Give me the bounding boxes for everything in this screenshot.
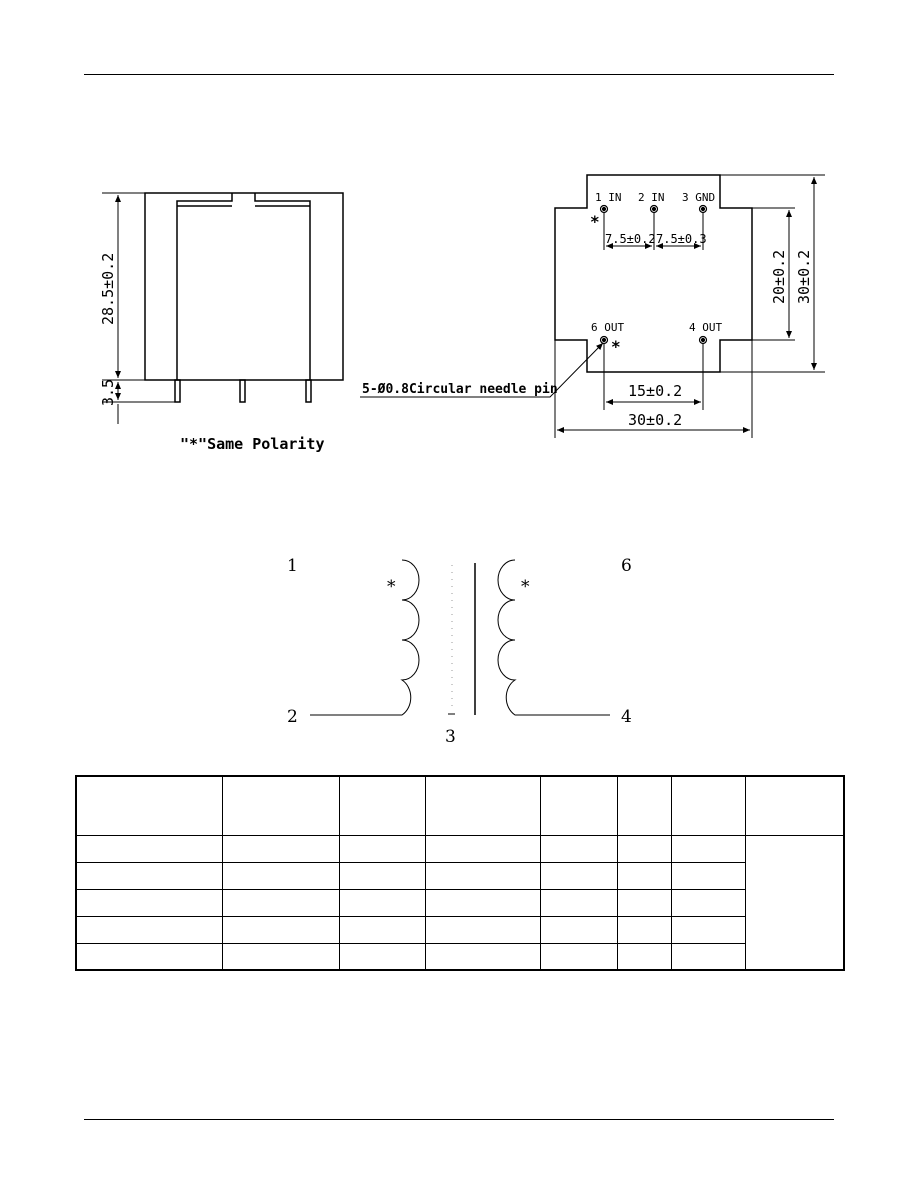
table-cell xyxy=(670,915,746,944)
table-cell xyxy=(75,942,224,971)
table-cell xyxy=(222,888,340,917)
schematic-pin6: 6 xyxy=(621,556,632,576)
table-cell xyxy=(540,834,619,863)
dim-spacing-left-label: 7.5±0.2 xyxy=(605,232,656,246)
table-cell xyxy=(75,861,224,890)
dim-30h-label: 30±0.2 xyxy=(628,411,682,429)
merged-note-cell xyxy=(744,834,845,971)
pin-note-leader xyxy=(360,342,604,398)
dim-30v-label: 30±0.2 xyxy=(795,250,813,304)
footprint-horizontal-dimensions xyxy=(554,340,753,438)
side-pin-middle xyxy=(239,379,246,403)
table-cell xyxy=(670,834,746,863)
pad-pin2 xyxy=(649,204,659,214)
dim-pin-label: 3.5 xyxy=(99,379,117,406)
dim-height-label: 28.5±0.2 xyxy=(99,253,117,325)
schematic-pin4: 4 xyxy=(621,707,632,727)
polarity-mark-pin6: * xyxy=(611,337,621,356)
pin6-label: 6 OUT xyxy=(591,321,624,334)
table-row xyxy=(75,915,844,944)
header-rule xyxy=(84,74,834,75)
table-cell xyxy=(75,915,224,944)
schematic-dot-secondary: * xyxy=(521,577,530,597)
header-cell xyxy=(75,775,224,836)
table-cell xyxy=(540,888,619,917)
secondary-winding xyxy=(497,559,610,716)
schematic-pin3: 3 xyxy=(445,727,456,747)
pin4-label: 4 OUT xyxy=(689,321,722,334)
table-header-row xyxy=(75,775,845,836)
schematic-pin2: 2 xyxy=(287,707,298,727)
table-cell xyxy=(75,888,224,917)
table-cell xyxy=(617,942,672,971)
table-cell xyxy=(338,861,426,890)
pin1-label: 1 IN xyxy=(595,191,622,204)
table-row xyxy=(75,888,844,917)
side-view-core xyxy=(176,193,311,380)
footprint-pins xyxy=(599,204,708,345)
header-cell xyxy=(744,775,845,836)
side-view-body xyxy=(144,192,344,381)
dim-spacing-right-label: 7.5±0.3 xyxy=(656,232,707,246)
table-cell xyxy=(670,942,746,971)
polarity-mark-pin1: * xyxy=(590,212,600,231)
table-cell xyxy=(338,915,426,944)
table-cell xyxy=(424,861,542,890)
pad-pin4 xyxy=(698,335,708,345)
table-cell xyxy=(222,861,340,890)
technical-drawing: 28.5±0.2 3.5 "*"Same Polarity 1 IN 2 IN … xyxy=(99,174,825,747)
table-cell xyxy=(338,942,426,971)
table-cell xyxy=(617,915,672,944)
pin-spacing-dimensions xyxy=(603,213,704,250)
pad-pin3 xyxy=(698,204,708,214)
footprint-outline xyxy=(554,174,753,373)
table-cell xyxy=(617,834,672,863)
dim-15-label: 15±0.2 xyxy=(628,382,682,400)
schematic xyxy=(310,559,610,716)
table-cell xyxy=(222,834,340,863)
table-cell xyxy=(540,942,619,971)
table-cell xyxy=(338,888,426,917)
table-cell xyxy=(670,888,746,917)
table-cell xyxy=(617,861,672,890)
table-cell xyxy=(424,915,542,944)
footprint-vertical-dimensions xyxy=(720,174,825,373)
table-cell xyxy=(75,834,224,863)
primary-winding xyxy=(310,559,420,716)
spec-table xyxy=(75,775,845,971)
schematic-dot-primary: * xyxy=(387,577,396,597)
header-cell xyxy=(670,775,746,836)
table-cell xyxy=(540,915,619,944)
pin3-label: 3 GND xyxy=(682,191,715,204)
pad-pin6 xyxy=(599,335,609,345)
table-row xyxy=(75,942,844,971)
header-cell xyxy=(617,775,672,836)
header-cell xyxy=(338,775,426,836)
pin-note: 5-Ø0.8Circular needle pin xyxy=(362,382,558,397)
schematic-pin1: 1 xyxy=(287,556,298,576)
header-cell xyxy=(424,775,542,836)
side-view xyxy=(144,192,344,403)
header-cell xyxy=(222,775,340,836)
polarity-note: "*"Same Polarity xyxy=(180,435,325,453)
footer-rule xyxy=(84,1119,834,1120)
dim-20-label: 20±0.2 xyxy=(770,250,788,304)
pad-pin1 xyxy=(599,204,609,214)
header-cell xyxy=(540,775,619,836)
table-cell xyxy=(222,915,340,944)
table-row xyxy=(75,861,844,890)
table-cell xyxy=(540,861,619,890)
side-pin-right xyxy=(305,379,312,403)
table-cell xyxy=(222,942,340,971)
pin2-label: 2 IN xyxy=(638,191,665,204)
table-cell xyxy=(670,861,746,890)
table-cell xyxy=(424,942,542,971)
table-cell xyxy=(338,834,426,863)
side-dimensions xyxy=(102,192,175,424)
table-cell xyxy=(424,834,542,863)
table-cell xyxy=(617,888,672,917)
table-row xyxy=(75,834,845,971)
table-cell xyxy=(424,888,542,917)
side-pin-left xyxy=(174,379,181,403)
